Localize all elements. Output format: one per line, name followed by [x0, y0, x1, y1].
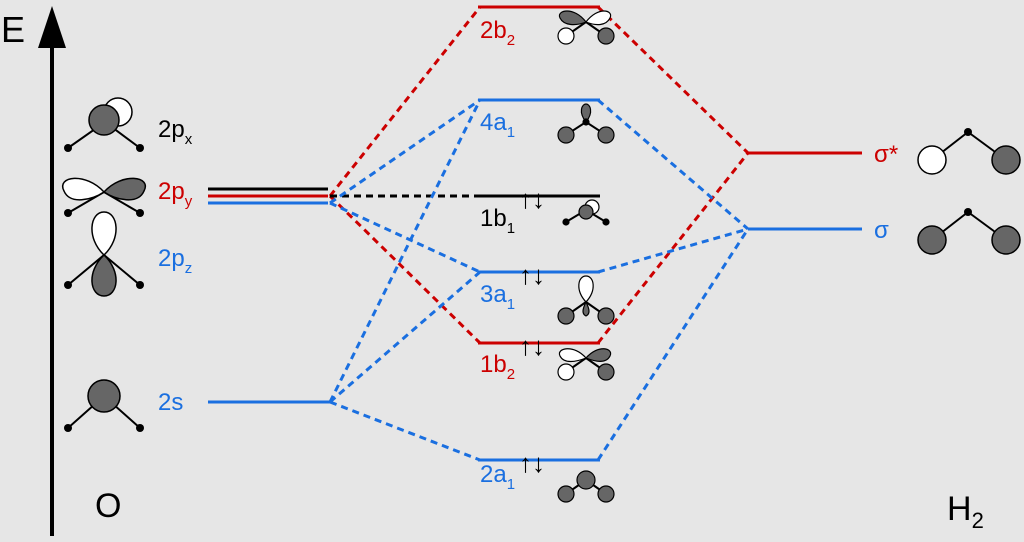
oxygen-2py-label-main: 2p	[158, 178, 185, 205]
oxygen-2py-pictogram	[61, 177, 147, 217]
correlation-2s-2a1	[329, 400, 481, 462]
correlation-2pz-3a1	[329, 201, 481, 274]
correlation-4a1-sigma	[597, 98, 749, 231]
oxygen-2pz-pictogram	[64, 211, 144, 297]
mo-2b2-label: 2b2	[480, 17, 515, 49]
correlation-2a1-sigma	[596, 228, 750, 461]
mo-1b2-electrons: ↑↓	[519, 331, 545, 361]
mo-3a1-electrons: ↑↓	[519, 260, 545, 290]
oxygen-2pz-label: 2pz	[158, 245, 192, 277]
oxygen-energy-levels	[208, 187, 330, 404]
mo-1b1-pictogram	[562, 199, 610, 226]
mo-4a1-label-sub: 1	[507, 124, 515, 141]
mo-3a1-label-main: 3a	[480, 281, 507, 308]
mo-2b2-label-main: 2b	[480, 17, 507, 44]
oxygen-2pz-label-sub: z	[185, 260, 193, 277]
correlation-2py-1b2	[328, 194, 482, 345]
oxygen-column-label: O	[95, 487, 121, 525]
mo-4a1-pictogram	[557, 103, 615, 144]
h2-sigma-star-pictogram	[917, 128, 1021, 175]
mo-1b1-label-main: 1b	[480, 205, 507, 232]
oxygen-2px-label: 2px	[158, 116, 193, 148]
correlation-2s-4a1	[328, 99, 482, 403]
hydrogen-column-label: H2	[947, 490, 984, 533]
oxygen-2px-pictogram	[64, 97, 144, 152]
mo-2a1-pictogram	[557, 470, 615, 503]
mo-3a1-pictogram	[557, 275, 615, 325]
h2-sigma-star-label: σ*	[874, 141, 898, 168]
molecular-energy-levels	[478, 5, 600, 462]
mo-2a1-label-main: 2a	[480, 461, 507, 488]
mo-2b2-pictogram	[557, 10, 615, 45]
mo-2a1-label: 2a1	[480, 461, 515, 493]
oxygen-2s-pictogram	[64, 379, 144, 432]
mo-1b2-pictogram	[557, 348, 615, 381]
oxygen-2pz-label-main: 2p	[158, 245, 185, 272]
oxygen-2s-label-main: 2s	[158, 389, 183, 416]
oxygen-2s-label: 2s	[158, 389, 183, 416]
correlation-2py-2b2	[328, 6, 482, 197]
mo-4a1-label: 4a1	[480, 109, 515, 141]
oxygen-2px-label-main: 2p	[158, 116, 185, 143]
oxygen-2py-label: 2py	[158, 178, 193, 210]
mo-2b2-label-sub: 2	[507, 32, 515, 49]
h2-sigma-pictogram	[917, 208, 1021, 255]
mo-1b1-label-sub: 1	[507, 220, 515, 237]
mo-3a1-label-sub: 1	[507, 296, 515, 313]
correlation-2s-3a1	[329, 270, 481, 404]
mo-1b1-label: 1b1	[480, 205, 515, 237]
energy-axis-label: E	[1, 9, 25, 50]
h2-sigma-label: σ	[874, 217, 889, 244]
oxygen-2px-label-sub: x	[185, 131, 193, 148]
correlation-1b2-sigmastar	[596, 152, 750, 344]
mo-1b2-label-main: 1b	[480, 351, 507, 378]
mo-2a1-electrons: ↑↓	[519, 448, 545, 478]
mo-3a1-label: 3a1	[480, 281, 515, 313]
correlation-lines	[328, 5, 750, 462]
correlation-3a1-sigma	[597, 227, 749, 274]
mo-2a1-label-sub: 1	[507, 476, 515, 493]
mo-1b1-electrons: ↑↓	[519, 184, 545, 214]
correlation-2b2-sigmastar	[596, 5, 750, 155]
mo-1b2-label-sub: 2	[507, 366, 515, 383]
energy-axis: E	[1, 6, 66, 536]
correlation-2pz-4a1	[329, 98, 481, 205]
mo-4a1-label-main: 4a	[480, 109, 507, 136]
axis-arrowhead-icon	[38, 6, 66, 48]
oxygen-2py-label-sub: y	[185, 193, 193, 210]
mo-1b2-label: 1b2	[480, 351, 515, 383]
